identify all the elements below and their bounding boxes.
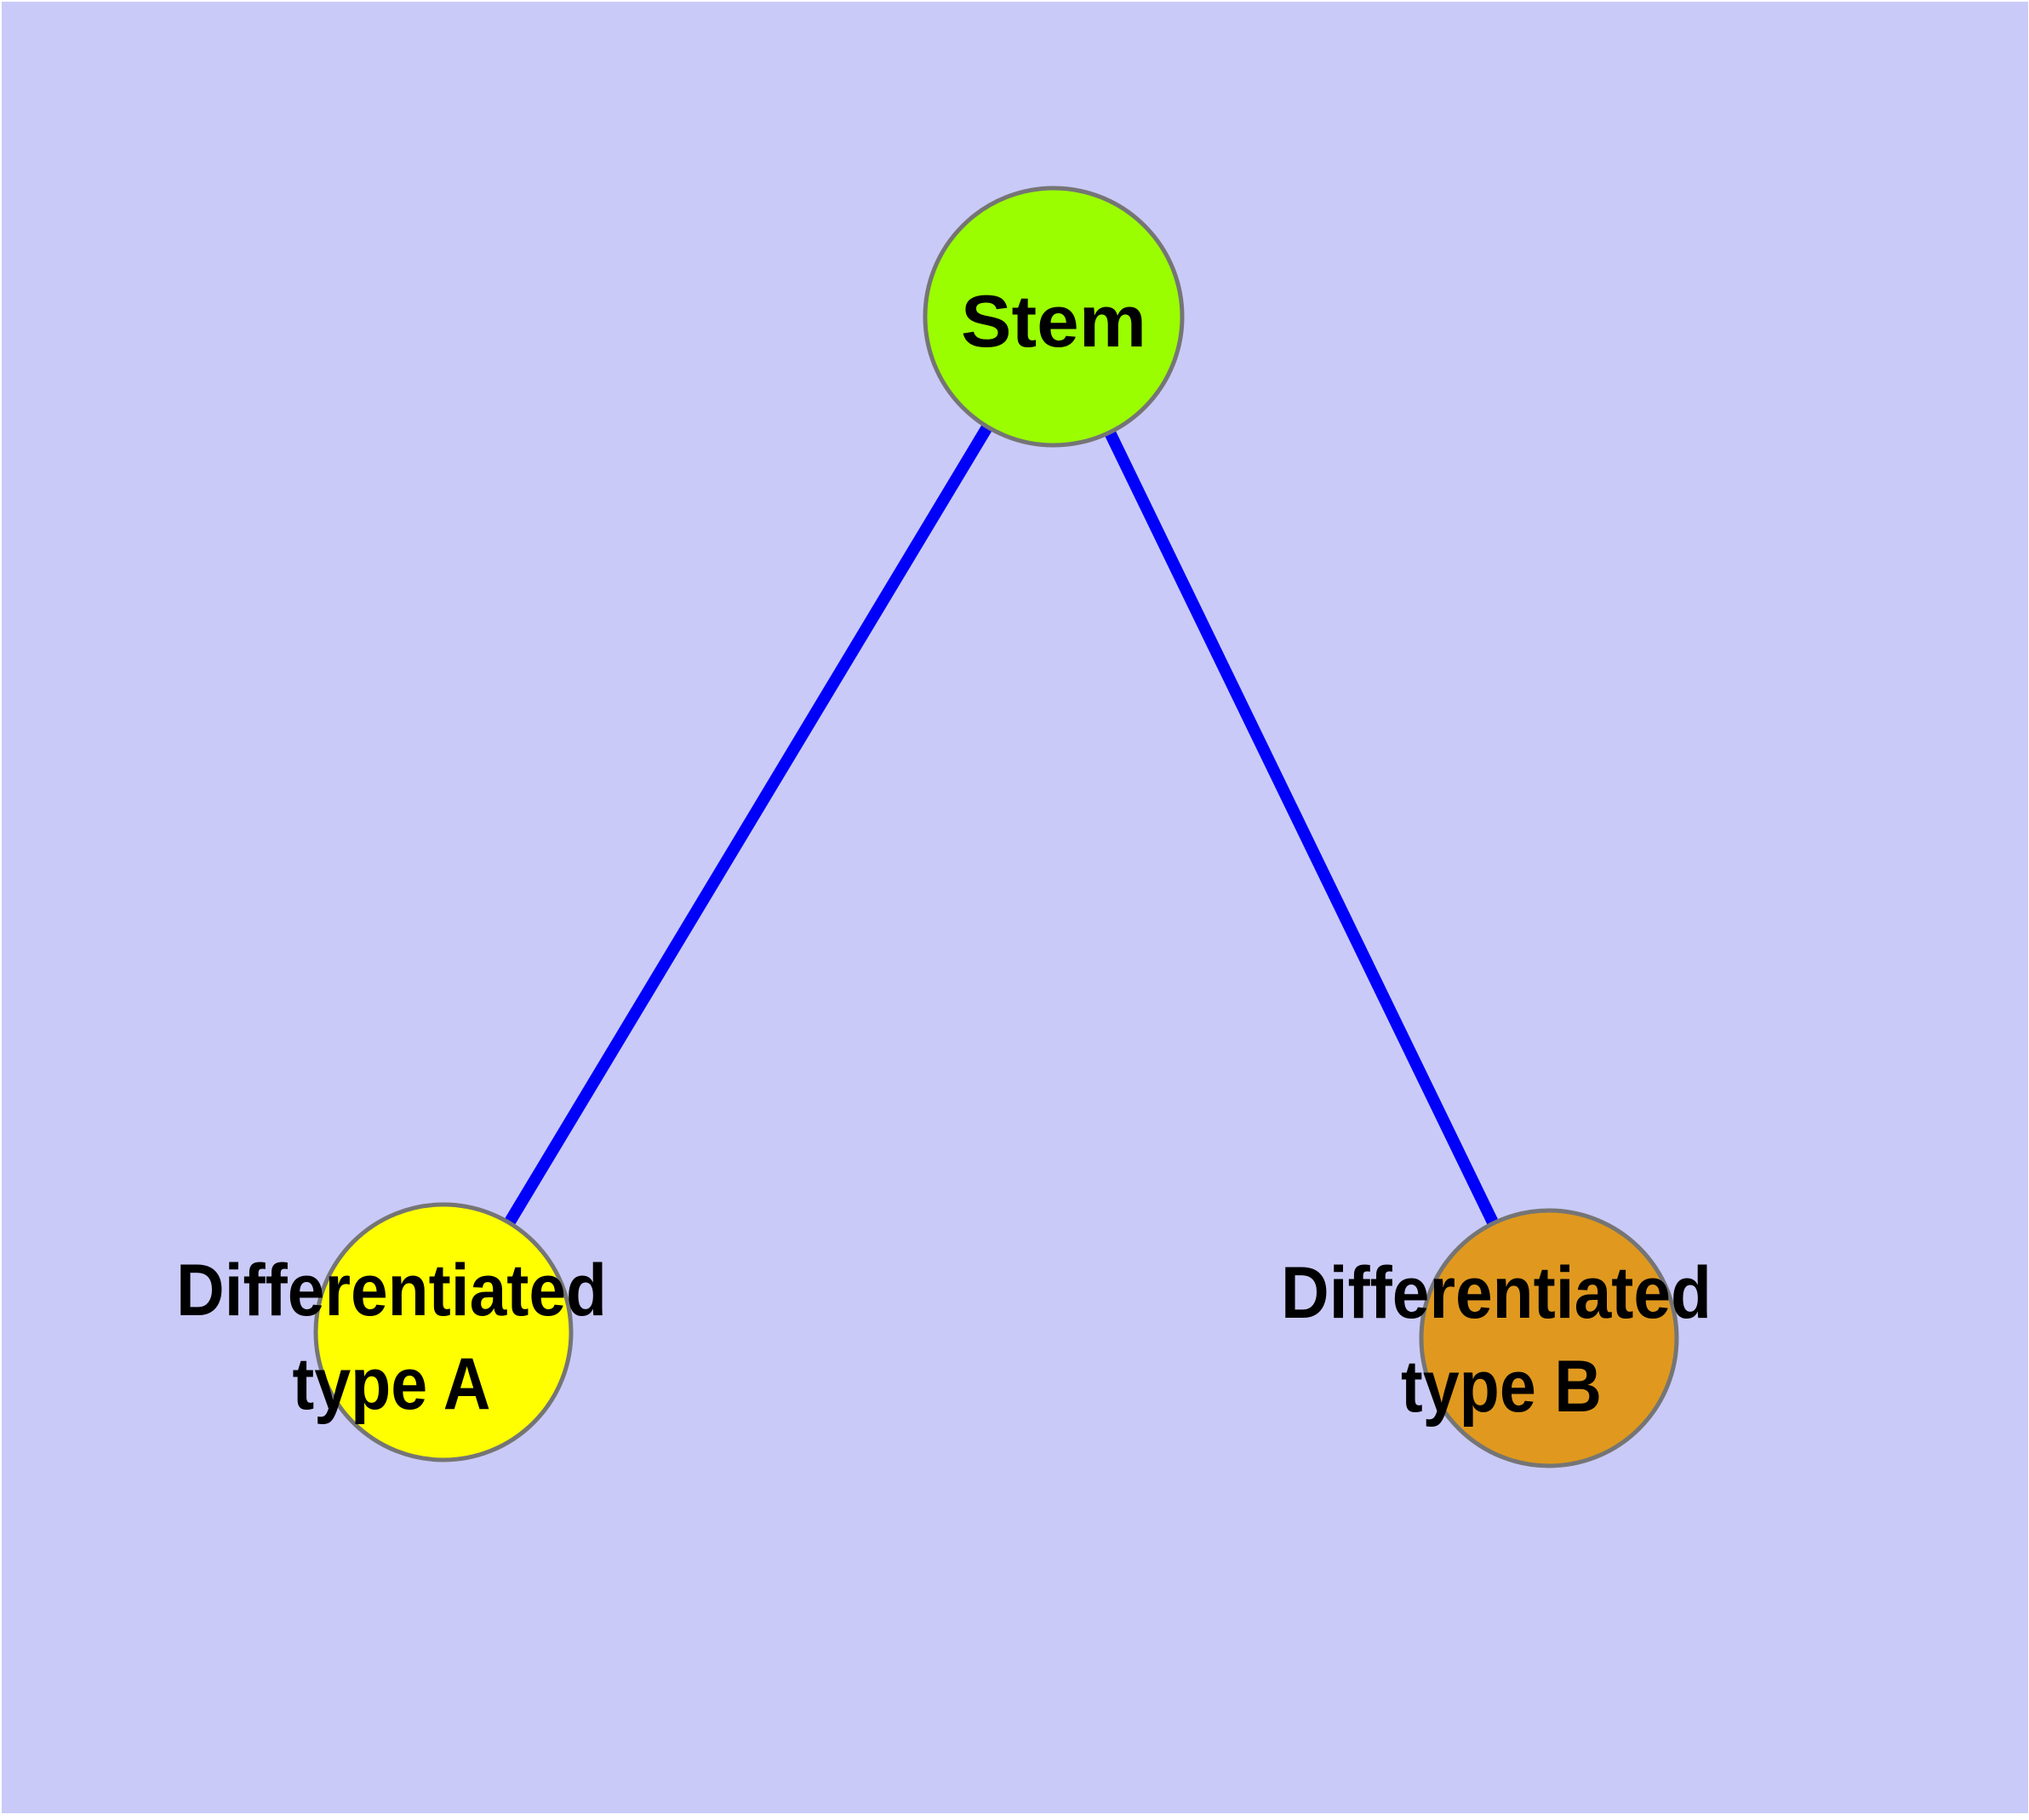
node-label-type-b-line2: type B — [1401, 1346, 1602, 1428]
node-label-type-a-line2: type A — [293, 1343, 491, 1425]
node-differentiated-type-a — [313, 1202, 574, 1462]
node-label-type-a-line1: Differentiated — [176, 1250, 607, 1331]
edge-group — [438, 313, 1555, 1342]
node-label-type-b-line1: Differentiated — [1281, 1252, 1712, 1334]
node-differentiated-type-b — [1419, 1208, 1679, 1468]
edge-stem-to-type-a — [438, 313, 1059, 1336]
edge-stem-to-type-b — [1048, 313, 1555, 1342]
node-stem — [923, 186, 1185, 448]
node-label-stem: Stem — [961, 281, 1146, 363]
node-group — [313, 186, 1679, 1468]
